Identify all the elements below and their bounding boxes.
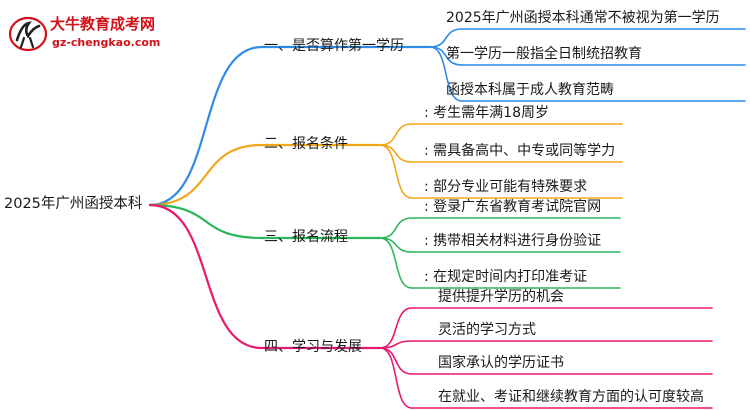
leaf-connector <box>379 144 413 163</box>
site-logo: 大牛教育成考网 gz-chengkao.com <box>8 12 198 52</box>
branch-label: 三、报名流程 <box>264 229 348 245</box>
logo-title: 大牛教育成考网 <box>50 15 156 33</box>
root-node: 2025年广州函授本科 <box>4 196 143 212</box>
leaf-label: 函授本科属于成人教育范畴 <box>446 82 614 98</box>
logo-mark-icon <box>8 16 48 52</box>
branch-label: 四、学习与发展 <box>264 339 362 355</box>
leaf-connector <box>379 144 413 199</box>
branch-connector <box>148 203 264 350</box>
branch-label: 二、报名条件 <box>264 136 348 152</box>
leaf-connector <box>379 307 413 349</box>
leaf-label: 国家承认的学历证书 <box>438 355 564 371</box>
leaf-connector <box>379 347 413 409</box>
logo-url: gz-chengkao.com <box>52 36 161 49</box>
leaf-label: 2025年广州函授本科通常不被视为第一学历 <box>446 10 720 26</box>
leaf-label: 灵活的学习方式 <box>438 322 536 338</box>
leaf-connector <box>429 46 463 102</box>
leaf-label: : 部分专业可能有特殊要求 <box>424 179 588 195</box>
leaf-label: 提供提升学历的机会 <box>438 289 564 305</box>
branch-connector <box>148 143 264 207</box>
leaf-label: 第一学历一般指全日制统招教育 <box>446 46 642 62</box>
leaf-connector <box>379 123 413 146</box>
leaf-label: : 在规定时间内打印准考证 <box>424 269 588 285</box>
leaf-label: : 考生需年满18周岁 <box>424 105 549 121</box>
leaf-connector <box>379 347 413 375</box>
leaf-connector <box>379 217 413 239</box>
leaf-connector <box>429 28 463 48</box>
leaf-label: : 登录广东省教育考试院官网 <box>424 199 602 215</box>
leaf-label: 在就业、考证和继续教育方面的认可度较高 <box>438 389 704 405</box>
branch-connector <box>148 45 264 207</box>
branch-label: 一、是否算作第一学历 <box>264 38 404 54</box>
branch-connector <box>148 203 264 240</box>
leaf-label: : 需具备高中、中专或同等学力 <box>424 143 616 159</box>
leaf-connector <box>379 237 413 289</box>
mindmap-edges <box>148 28 746 409</box>
leaf-label: : 携带相关材料进行身份验证 <box>424 233 602 249</box>
